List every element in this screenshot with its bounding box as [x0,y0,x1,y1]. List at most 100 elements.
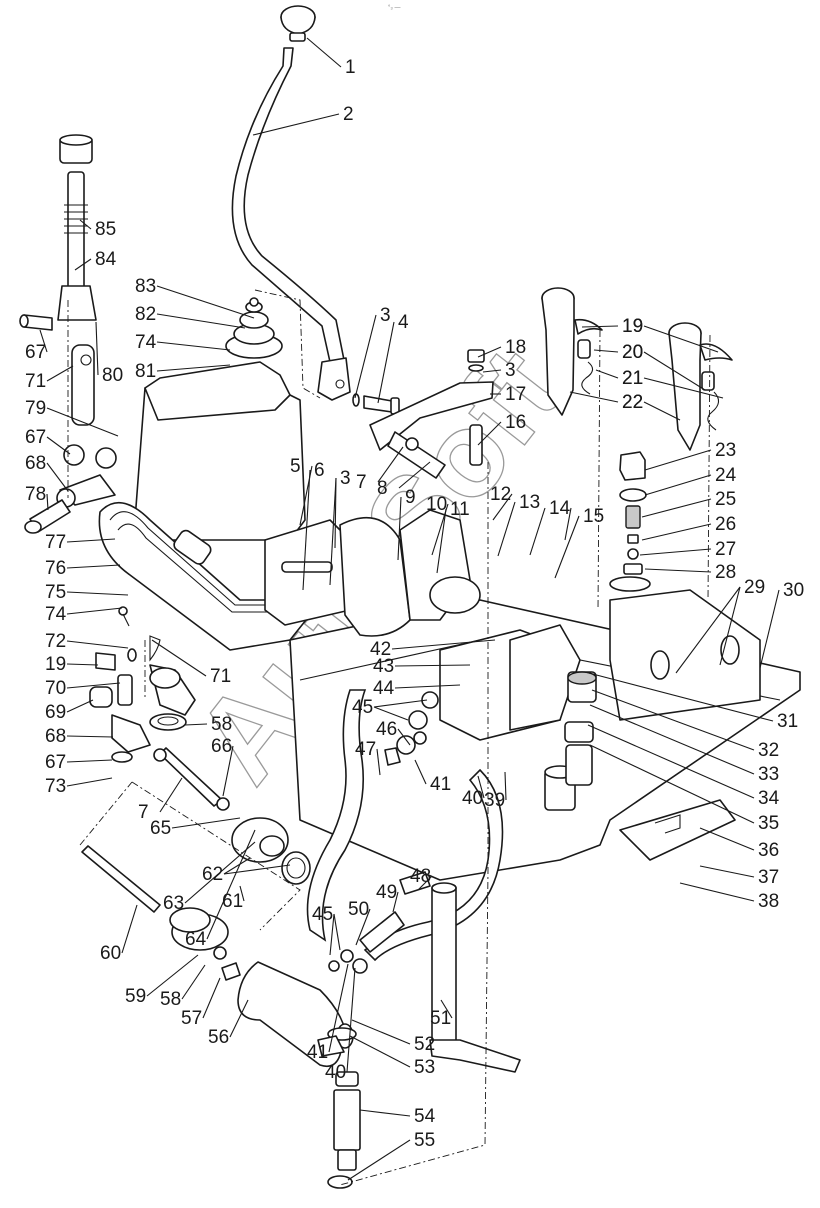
axis-line-shaft [339,462,489,1186]
leader-line [39,329,48,353]
callout-61: 61 [222,885,245,912]
callout-label: 2 [343,104,354,125]
leader-line [351,1019,411,1045]
leader-line [391,639,496,650]
callout-20: 20 [593,342,643,363]
part-hydraulic-hose [306,689,504,962]
leader-line [482,369,502,373]
callout-34: 34 [587,724,780,809]
leader-line [591,689,755,751]
leader-line [66,564,121,569]
callout-label: 45 [312,904,333,925]
callout-label: 22 [622,392,643,413]
callout-69: 69 [45,699,94,723]
callout-label: 17 [505,384,526,405]
callout-label: 30 [783,580,804,601]
callout-55: 55 [347,1130,435,1181]
part-link-rod [24,344,117,534]
callout-19: 19 [45,654,99,675]
callout-label: 65 [150,818,171,839]
callout-label: 11 [450,499,470,520]
part-gear-lever [231,47,351,401]
callout-label: 3 [505,360,516,381]
leader-line [593,349,619,353]
callout-22: 22 [569,391,643,413]
callout-label: 59 [125,986,146,1007]
callout-label: 68 [25,453,46,474]
callout-38: 38 [679,882,779,912]
callout-label: 13 [519,492,540,513]
leader-line [66,640,129,649]
callout-83: 83 [135,276,255,319]
leader-line [589,744,755,824]
callout-85: 85 [79,219,116,240]
part-lever-clamp-set [89,635,196,763]
leader-line [206,829,256,940]
callout-label: 74 [45,604,67,625]
callout-14: 14 [529,498,572,556]
leader-line [477,346,502,358]
callout-21: 21 [622,368,724,399]
callout-label: 69 [45,702,66,723]
callout-label: 57 [181,1008,202,1029]
callout-53: 53 [349,1035,435,1078]
callout-65: 65 [150,817,241,839]
leader-line [333,913,341,951]
leader-line [569,391,619,403]
leader-line [679,882,755,902]
leader-line [156,364,231,372]
callout-label: 27 [715,539,736,560]
leader-line [595,369,619,379]
callout-68: 68 [25,453,69,492]
callout-label: 33 [758,764,779,785]
leader-line [398,461,431,489]
callout-66: 66 [211,736,234,797]
callout-42: 42 [370,639,496,660]
callout-67: 67 [25,427,71,455]
callout-label: 43 [373,656,394,677]
callout-17: 17 [490,384,526,405]
callout-52: 52 [351,1019,435,1055]
callout-26: 26 [641,514,736,541]
leader-line [719,586,741,666]
leader-line [644,568,712,573]
leader-line [306,37,342,68]
callout-45: 45 [312,904,341,956]
callout-label: 71 [25,371,46,392]
leader-line [477,421,502,446]
callout-label: 76 [45,558,66,579]
leader-line [581,325,619,328]
callout-label: 82 [135,304,156,325]
callout-29: 29 [675,577,765,674]
callout-label: 19 [622,316,643,337]
leader-line [223,864,291,875]
leader-line [156,285,255,319]
leader-line [641,498,712,518]
callout-label: 67 [25,342,46,363]
leader-line [644,449,712,471]
callout-label: 49 [376,882,397,903]
leader-line [46,407,119,437]
parts-artwork [19,5,801,1189]
leader-line [376,748,381,776]
callout-label: 56 [208,1027,229,1048]
leader-line [394,664,471,667]
callout-25: 25 [641,489,736,518]
callout-label: 67 [25,427,46,448]
callout-label: 6 [314,460,325,481]
callout-label: 61 [222,891,243,912]
callout-3: 3 [482,360,516,381]
leader-line [329,477,337,586]
callout-label: 10 [426,494,447,515]
callout-73: 73 [45,776,113,797]
callout-label: 85 [95,219,116,240]
callout-label: 39 [484,790,505,811]
part-bolt-4 [352,393,400,415]
callout-13: 13 [497,492,540,557]
callout-label: 45 [352,697,373,718]
callout-label: 23 [715,440,736,461]
callout-67: 67 [45,752,113,773]
leader-line [589,704,755,775]
callout-label: 31 [777,711,798,732]
